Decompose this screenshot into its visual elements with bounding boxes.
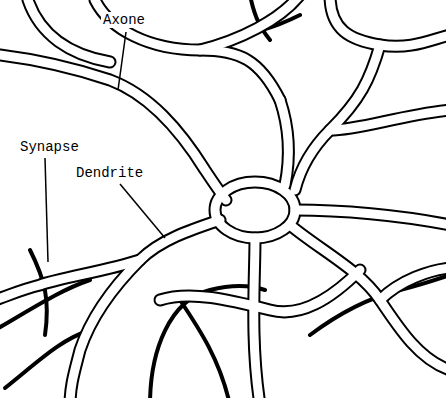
part-label: Axone <box>101 12 147 28</box>
part-label: Synapse <box>18 139 81 155</box>
part-label: Dendrite <box>74 165 145 181</box>
